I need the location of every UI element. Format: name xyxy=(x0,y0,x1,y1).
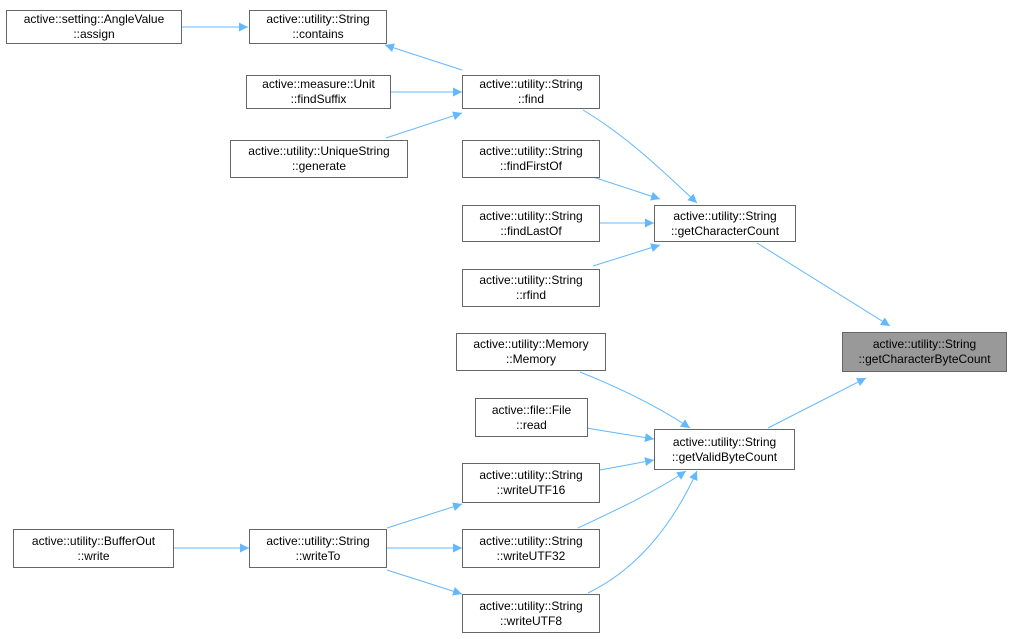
node-string-writeutf8[interactable]: active::utility::String ::writeUTF8 xyxy=(462,594,600,633)
node-line2: ::find xyxy=(517,92,544,106)
node-line1: active::utility::String xyxy=(479,273,583,287)
edge-bytecount-to-getvalidbytecount xyxy=(767,377,867,429)
node-line1: active::utility::String xyxy=(479,77,583,91)
node-line1: active::utility::String xyxy=(479,208,583,223)
edge-validbytecount-to-read xyxy=(585,427,655,443)
node-line2: ::contains xyxy=(292,27,344,41)
node-line2: ::write xyxy=(77,548,110,563)
node-line1: active::utility::String xyxy=(266,12,370,26)
node-line1: active::utility::UniqueString xyxy=(248,144,390,158)
node-line2: ::Memory xyxy=(505,352,556,366)
node-line1: active::setting::AngleValue xyxy=(23,12,165,26)
node-line1: active::file::File xyxy=(491,402,572,417)
node-line1: active::utility::String xyxy=(479,468,583,482)
node-line1: active::utility::String xyxy=(479,598,583,613)
node-line1: active::utility::String xyxy=(673,208,777,223)
node-line1: active::utility::String xyxy=(479,144,583,158)
node-string-getcharactercount[interactable]: active::utility::String ::getCharacterCo… xyxy=(654,205,796,242)
node-line2: ::findSuffix xyxy=(290,92,347,106)
node-line2: ::findLastOf xyxy=(500,223,562,238)
node-line2: ::writeUTF8 xyxy=(499,613,562,628)
node-line1: active::utility::BufferOut xyxy=(31,533,156,548)
node-string-findfirstof[interactable]: active::utility::String ::findFirstOf xyxy=(462,140,600,178)
node-line1: active::utility::String xyxy=(872,337,977,351)
node-line2: ::getCharacterByteCount xyxy=(858,352,991,366)
node-line2: ::rfind xyxy=(515,288,546,302)
node-line1: active::utility::String xyxy=(266,533,370,548)
node-string-contains[interactable]: active::utility::String ::contains xyxy=(249,10,387,44)
node-line2: ::findFirstOf xyxy=(499,159,562,173)
node-string-find[interactable]: active::utility::String ::find xyxy=(462,75,600,109)
node-line2: ::getValidByteCount xyxy=(671,449,778,464)
node-string-rfind[interactable]: active::utility::String ::rfind xyxy=(462,269,600,307)
node-line1: active::utility::String xyxy=(672,434,777,449)
node-line2: ::getCharacterCount xyxy=(670,223,780,238)
edge-writeutf8-to-writeto xyxy=(386,569,463,596)
node-line2: ::generate xyxy=(291,159,347,173)
node-unit-findsuffix[interactable]: active::measure::Unit ::findSuffix xyxy=(246,75,391,109)
edge-find-to-generate xyxy=(385,111,463,139)
edge-getcharcount-to-rfind xyxy=(592,243,661,267)
edge-getcharcount-to-findfirstof xyxy=(592,176,661,201)
node-string-writeto[interactable]: active::utility::String ::writeTo xyxy=(249,529,387,568)
edge-writeutf16-to-writeto xyxy=(386,502,463,529)
node-memory-memory[interactable]: active::utility::Memory ::Memory xyxy=(456,333,606,371)
node-string-findlastof[interactable]: active::utility::String ::findLastOf xyxy=(462,205,600,242)
node-line2: ::writeTo xyxy=(295,548,341,563)
node-string-writeutf32[interactable]: active::utility::String ::writeUTF32 xyxy=(462,529,600,568)
node-uniquestring-generate[interactable]: active::utility::UniqueString ::generate xyxy=(230,140,408,178)
node-anglevalue-assign[interactable]: active::setting::AngleValue ::assign xyxy=(6,10,182,44)
node-line1: active::measure::Unit xyxy=(262,77,375,91)
edge-getcharcount-to-find xyxy=(582,109,698,204)
node-line2: ::assign xyxy=(73,27,115,41)
node-string-getvalidbytecount[interactable]: active::utility::String ::getValidByteCo… xyxy=(654,429,795,470)
node-line2: ::writeUTF16 xyxy=(496,483,566,497)
edge-validbytecount-to-writeutf32 xyxy=(577,470,687,529)
edge-bytecount-to-getcharcount xyxy=(756,242,891,327)
node-line2: ::read xyxy=(516,417,547,432)
edge-validbytecount-to-writeutf8 xyxy=(587,470,698,594)
node-string-writeutf16[interactable]: active::utility::String ::writeUTF16 xyxy=(462,463,600,503)
edge-validbytecount-to-memory xyxy=(579,371,691,429)
node-line1: active::utility::Memory xyxy=(473,337,589,351)
node-bufferout-write[interactable]: active::utility::BufferOut ::write xyxy=(13,529,174,568)
node-line1: active::utility::String xyxy=(479,533,583,548)
edge-validbytecount-to-writeutf16 xyxy=(599,457,655,471)
node-line2: ::writeUTF32 xyxy=(496,548,566,563)
node-file-read[interactable]: active::file::File ::read xyxy=(475,398,588,437)
node-string-getcharacterbytecount-focus: active::utility::String ::getCharacterBy… xyxy=(842,332,1007,372)
edge-find-to-contains xyxy=(384,43,463,71)
